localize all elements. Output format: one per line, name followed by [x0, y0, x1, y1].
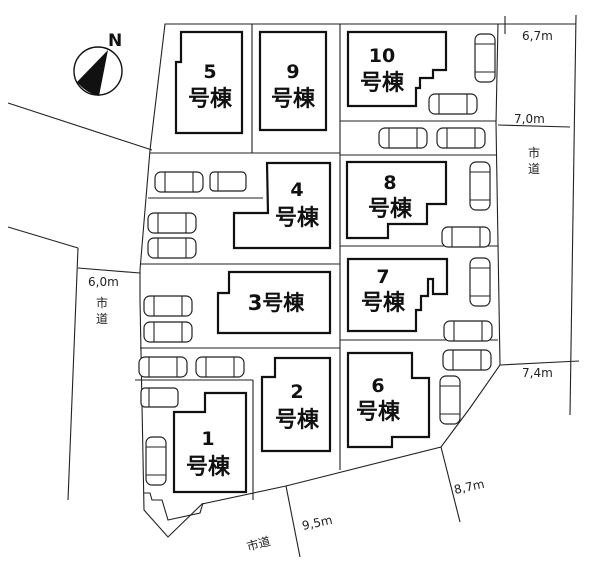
svg-text:3号棟: 3号棟: [248, 291, 306, 315]
car-icon: [154, 171, 204, 193]
road-annotations: 6,7m 7,0m 市 道 7,4m 6,0m 市 道 市道 9,5m 8,7m: [88, 29, 553, 554]
svg-text:2: 2: [290, 381, 303, 403]
building-5[interactable]: 5 号棟: [174, 30, 244, 135]
svg-text:8: 8: [383, 172, 396, 194]
west-road-width: 6,0m: [88, 275, 119, 289]
building-1[interactable]: 1 号棟: [172, 391, 248, 494]
east-road-label-1: 市: [528, 145, 540, 160]
parking-cars: [138, 33, 496, 486]
building-6[interactable]: 6 号棟: [346, 351, 431, 449]
car-icon: [436, 127, 486, 149]
east-road-width-top: 6,7m: [522, 29, 553, 43]
car-icon: [428, 93, 478, 115]
east-road-label-2: 道: [528, 162, 540, 176]
car-icon: [147, 237, 197, 259]
car-icon: [378, 127, 428, 149]
svg-text:号棟: 号棟: [188, 86, 233, 112]
west-road-label-1: 市: [96, 295, 108, 310]
svg-text:号棟: 号棟: [271, 86, 316, 112]
car-icon: [145, 436, 167, 486]
svg-text:号棟: 号棟: [361, 290, 406, 316]
building-8[interactable]: 8 号棟: [345, 160, 448, 240]
south-road-label: 市道: [245, 533, 272, 554]
car-icon: [469, 257, 491, 307]
svg-text:号棟: 号棟: [275, 205, 320, 231]
svg-text:1: 1: [201, 428, 214, 450]
building-3[interactable]: 3号棟: [216, 270, 332, 335]
svg-text:号棟: 号棟: [360, 70, 405, 96]
compass-label: N: [108, 31, 122, 51]
building-4[interactable]: 4 号棟: [232, 161, 332, 250]
svg-text:6: 6: [371, 375, 384, 397]
svg-text:10: 10: [369, 45, 395, 67]
car-icon: [143, 321, 193, 343]
car-icon: [138, 356, 188, 378]
car-icon: [140, 387, 179, 408]
compass-north-icon: N: [73, 31, 123, 96]
car-icon: [195, 356, 245, 378]
car-icon: [441, 226, 491, 248]
svg-text:号棟: 号棟: [275, 407, 320, 433]
building-2[interactable]: 2 号棟: [260, 356, 332, 453]
car-icon: [147, 212, 197, 234]
svg-text:7: 7: [376, 266, 389, 288]
car-icon: [469, 161, 491, 211]
context-lines: [7, 14, 580, 558]
building-7[interactable]: 7 号棟: [346, 257, 449, 333]
svg-text:号棟: 号棟: [368, 196, 413, 222]
svg-text:号棟: 号棟: [356, 399, 401, 425]
south-road-width-right: 8,7m: [453, 477, 486, 497]
car-icon: [443, 320, 493, 342]
car-icon: [442, 349, 492, 371]
building-10[interactable]: 10 号棟: [346, 30, 448, 108]
car-icon: [474, 33, 496, 83]
car-icon: [209, 171, 247, 192]
east-road-width-mid: 7,0m: [514, 112, 545, 126]
svg-text:4: 4: [290, 179, 303, 201]
east-road-width-bottom: 7,4m: [522, 366, 553, 380]
south-road-width-left: 9,5m: [301, 513, 334, 533]
car-icon: [439, 375, 461, 425]
building-9[interactable]: 9 号棟: [258, 30, 328, 132]
west-road-label-2: 道: [96, 312, 108, 326]
car-icon: [143, 295, 193, 317]
svg-text:5: 5: [203, 61, 216, 83]
svg-text:9: 9: [286, 61, 299, 83]
svg-text:号棟: 号棟: [186, 454, 231, 480]
